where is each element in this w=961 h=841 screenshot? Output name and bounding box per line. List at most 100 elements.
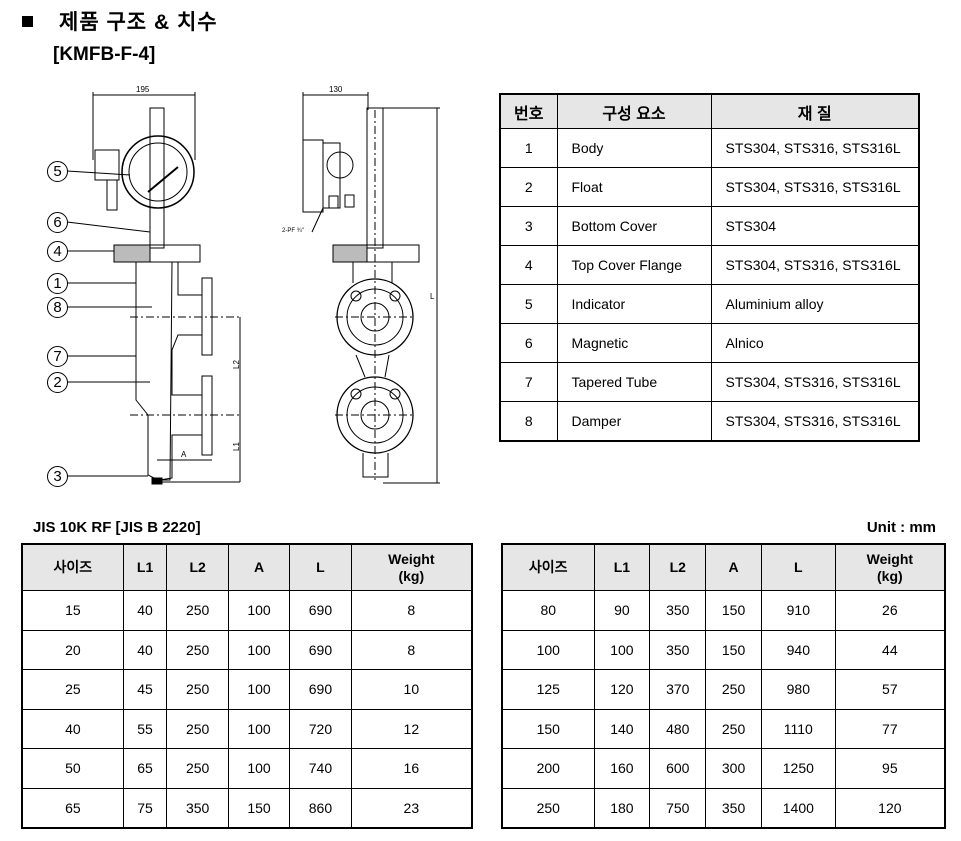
callout-3: 3 <box>47 466 68 487</box>
conduit-label: 2-PF ¾" <box>282 228 304 234</box>
cell-size: 250 <box>501 787 595 829</box>
callout-7: 7 <box>47 346 68 367</box>
cell-size: 65 <box>21 787 124 829</box>
cell-l: 940 <box>760 629 836 670</box>
cell-l: 1250 <box>760 748 836 789</box>
cell-a: 350 <box>705 787 762 829</box>
cell-l2: 480 <box>649 708 707 749</box>
parts-header-row: 번호 구성 요소 재 질 <box>499 93 920 129</box>
cell-l2: 350 <box>649 629 707 670</box>
dim-L: L <box>430 292 435 301</box>
callout-6: 6 <box>47 212 68 233</box>
cell-l2: 250 <box>166 629 229 670</box>
cell-l: 720 <box>289 708 352 749</box>
part-material: Aluminium alloy <box>710 284 920 324</box>
part-name: Indicator <box>556 284 712 324</box>
cell-a: 100 <box>227 629 291 670</box>
section-title: 제품 구조 & 치수 <box>22 6 218 36</box>
header-l1: L1 <box>122 543 168 591</box>
cell-l1: 55 <box>122 708 168 749</box>
cell-size: 125 <box>501 669 595 710</box>
cell-l2: 250 <box>166 590 229 631</box>
cell-size: 80 <box>501 590 595 631</box>
part-name: Magnetic <box>556 323 712 363</box>
cell-l1: 120 <box>593 669 651 710</box>
cell-l2: 250 <box>166 748 229 789</box>
cell-size: 100 <box>501 629 595 670</box>
header-a: A <box>705 543 762 591</box>
cell-weight: 8 <box>350 590 473 631</box>
part-material: STS304, STS316, STS316L <box>710 245 920 285</box>
cell-weight: 44 <box>834 629 946 670</box>
front-view <box>92 92 241 485</box>
cell-l: 690 <box>289 629 352 670</box>
cell-l1: 140 <box>593 708 651 749</box>
cell-l1: 160 <box>593 748 651 789</box>
cell-weight: 120 <box>834 787 946 829</box>
part-number: 1 <box>499 128 558 168</box>
part-name: Damper <box>556 401 712 442</box>
cell-l: 1400 <box>760 787 836 829</box>
header-l1: L1 <box>593 543 651 591</box>
cell-a: 150 <box>705 629 762 670</box>
cell-size: 50 <box>21 748 124 789</box>
part-number: 5 <box>499 284 558 324</box>
part-material: STS304, STS316, STS316L <box>710 362 920 402</box>
cell-a: 100 <box>227 748 291 789</box>
cell-a: 300 <box>705 748 762 789</box>
part-number: 2 <box>499 167 558 207</box>
header-l: L <box>289 543 352 591</box>
cell-l1: 90 <box>593 590 651 631</box>
cell-weight: 10 <box>350 669 473 710</box>
model-name: [KMFB-F-4] <box>53 44 156 65</box>
unit-label: Unit : mm <box>866 519 936 536</box>
part-number: 8 <box>499 401 558 442</box>
part-name: Body <box>556 128 712 168</box>
dim-L2: L2 <box>231 360 241 369</box>
cell-weight: 95 <box>834 748 946 789</box>
part-number: 6 <box>499 323 558 363</box>
dim-A: A <box>181 450 187 459</box>
cell-weight: 16 <box>350 748 473 789</box>
header-no: 번호 <box>499 93 558 129</box>
header-size: 사이즈 <box>501 543 595 591</box>
part-material: STS304 <box>710 206 920 246</box>
callout-4: 4 <box>47 241 68 262</box>
part-number: 7 <box>499 362 558 402</box>
cell-weight: 26 <box>834 590 946 631</box>
callout-1: 1 <box>47 273 68 294</box>
part-material: Alnico <box>710 323 920 363</box>
cell-weight: 23 <box>350 787 473 829</box>
dim-L1: L1 <box>231 442 241 451</box>
part-number: 3 <box>499 206 558 246</box>
cell-l2: 600 <box>649 748 707 789</box>
header-l2: L2 <box>649 543 707 591</box>
header-size: 사이즈 <box>21 543 124 591</box>
cell-l: 860 <box>289 787 352 829</box>
cell-l2: 750 <box>649 787 707 829</box>
cell-l1: 45 <box>122 669 168 710</box>
cell-size: 150 <box>501 708 595 749</box>
cell-a: 100 <box>227 590 291 631</box>
cell-size: 200 <box>501 748 595 789</box>
technical-drawing <box>66 92 440 485</box>
